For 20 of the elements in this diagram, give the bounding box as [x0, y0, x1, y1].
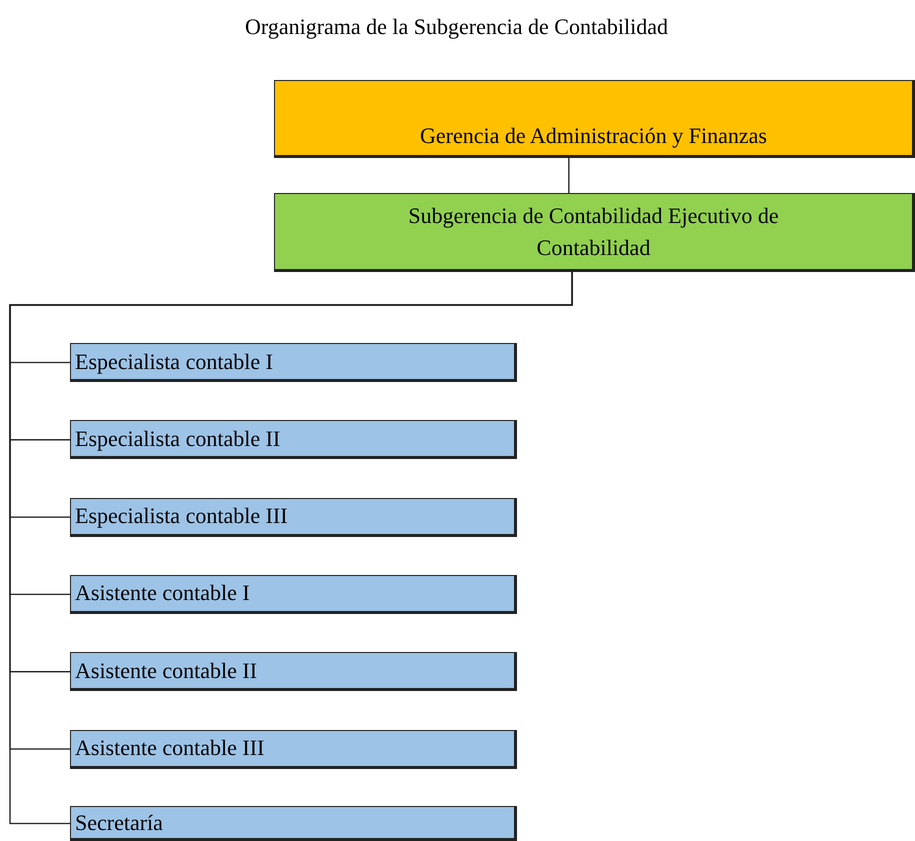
- org-box: [70, 730, 517, 768]
- box-label: Asistente contable I: [75, 579, 250, 608]
- box-label: Subgerencia de Contabilidad Ejecutivo de Contabilidad: [407, 202, 780, 262]
- box-label: Especialista contable III: [75, 502, 288, 530]
- org-box: [70, 498, 517, 537]
- org-box: [70, 574, 517, 614]
- org-box: [70, 806, 517, 841]
- box-label: Especialista contable I: [75, 348, 273, 376]
- org-box: [70, 652, 517, 692]
- org-box: [70, 420, 517, 460]
- box-label: Secretaría: [75, 808, 163, 837]
- org-box: [274, 193, 915, 272]
- org-box: [70, 343, 517, 382]
- box-label: Gerencia de Administración y Finanzas: [420, 122, 767, 150]
- chart-title: Organigrama de la Subgerencia de Contabilidad: [245, 14, 669, 40]
- org-box: [274, 80, 915, 158]
- box-label: Asistente contable II: [75, 656, 258, 685]
- box-label: Especialista contable II: [75, 424, 280, 453]
- connector-line: [568, 158, 570, 193]
- box-label: Asistente contable III: [75, 734, 264, 762]
